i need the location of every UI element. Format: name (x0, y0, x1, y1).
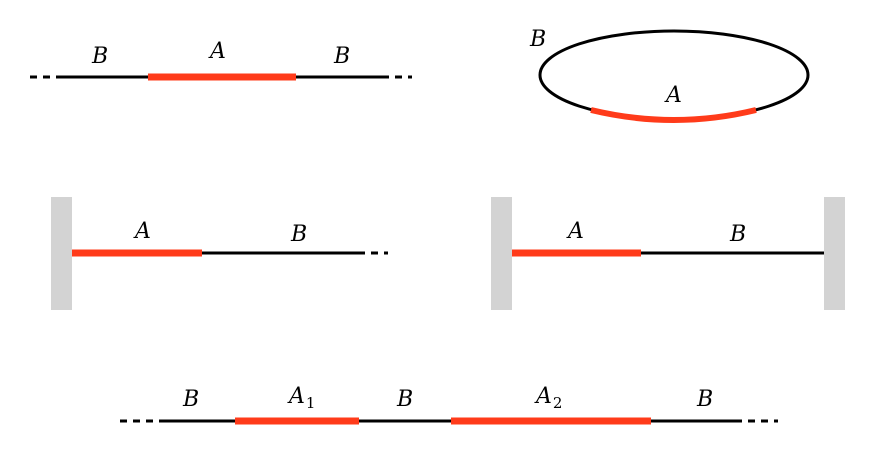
label-a: A (664, 83, 682, 108)
label-b-left: B (91, 44, 108, 69)
label-a: A (208, 39, 226, 64)
label-b: B (729, 222, 746, 247)
label-a: A (566, 219, 584, 244)
label-a2: A2 (534, 384, 562, 412)
label-a2-subscript: 2 (553, 394, 563, 412)
label-a1: A1 (287, 384, 315, 412)
label-a1-main: A (287, 384, 305, 409)
wall-left (491, 197, 512, 310)
label-b: B (290, 222, 307, 247)
panel-semi-infinite: A B (51, 197, 388, 310)
label-a: A (133, 219, 151, 244)
label-a2-main: A (534, 384, 552, 409)
panel-two-intervals: B A1 B A2 B (120, 384, 778, 425)
panel-circle: B A (529, 27, 810, 123)
wall-right (824, 197, 845, 310)
label-b-middle: B (396, 387, 413, 412)
label-b-right: B (696, 387, 713, 412)
label-b: B (529, 27, 546, 52)
panel-finite-interval: A B (491, 197, 845, 310)
label-b-right: B (333, 44, 350, 69)
wall-left (51, 197, 72, 310)
label-a1-subscript: 1 (306, 394, 316, 412)
panel-infinite-line: B A B (30, 39, 412, 81)
label-b-left: B (182, 387, 199, 412)
arc-a (590, 107, 757, 123)
